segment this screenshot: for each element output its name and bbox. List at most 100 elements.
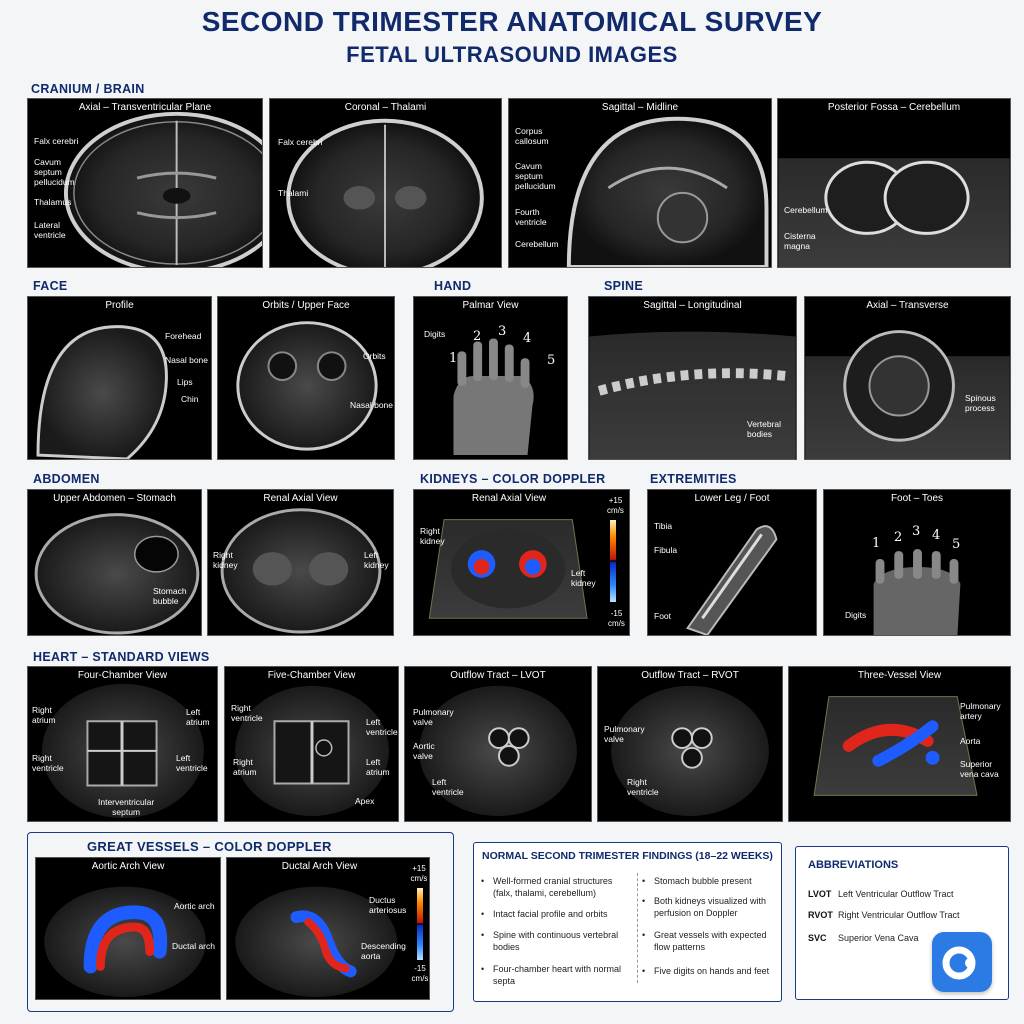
- label-cerebellum: Cerebellum: [515, 239, 559, 249]
- ultrasound-image: [286, 118, 484, 267]
- section-kidneys: KIDNEYS – COLOR DOPPLER: [420, 472, 606, 486]
- abbr-key-rvot: RVOT: [808, 910, 833, 920]
- ultrasound-image: [686, 525, 778, 635]
- abbr-value-lvot: Left Ventricular Outflow Tract: [838, 889, 954, 899]
- label-corpus-callosum: Corpus callosum: [515, 126, 549, 146]
- digit-3: 3: [912, 524, 921, 539]
- label-cavum-septum: Cavum septum pellucidum: [34, 157, 75, 187]
- digit-5: 5: [547, 353, 556, 368]
- doppler-scale-top: +15 cm/s: [410, 864, 428, 883]
- panel-title: Three-Vessel View: [857, 670, 942, 681]
- label-right-atrium: Right atrium: [233, 757, 257, 777]
- panel-title: Ductal Arch View: [281, 861, 358, 872]
- abbr-key-lvot: LVOT: [808, 889, 832, 899]
- finding-left-4: Four-chamber heart with normal septa: [481, 963, 631, 987]
- panel-ductal-arch[interactable]: Ductal Arch View Ductus arteriosus Desce…: [226, 857, 430, 1000]
- abbr-value-svc: Superior Vena Cava: [838, 933, 919, 943]
- panel-posterior-fossa[interactable]: Posterior Fossa – Cerebellum Cerebellum …: [777, 98, 1011, 268]
- label-aorta: Aorta: [960, 736, 981, 746]
- label-falx-cerebri: Falx cerebri: [34, 136, 79, 146]
- abbreviations-title: ABBREVIATIONS: [808, 859, 899, 871]
- abbr-key-svc: SVC: [808, 933, 827, 943]
- panel-title: Axial – Transverse: [866, 300, 949, 311]
- panel-title: Outflow Tract – LVOT: [450, 670, 546, 681]
- panel-spine-sagittal[interactable]: Sagittal – Longitudinal Vertebral bodies: [588, 296, 797, 460]
- panel-upper-abdomen-stomach[interactable]: Upper Abdomen – Stomach Stomach bubble: [27, 489, 202, 636]
- ultrasound-image: [235, 886, 398, 998]
- label-pulmonary-valve: Pulmonary valve: [413, 707, 454, 727]
- panel-coronal-thalami[interactable]: Coronal – Thalami Falx cerebri Thalami: [269, 98, 502, 268]
- label-left-ventricle: Left ventricle: [432, 777, 464, 797]
- label-right-kidney: Right kidney: [213, 550, 238, 570]
- label-nasal-bone: Nasal bone: [350, 400, 394, 410]
- label-pulmonary-artery: Pulmonary artery: [960, 701, 1001, 721]
- label-right-ventricle: Right ventricle: [32, 753, 64, 773]
- label-left-kidney: Left kidney: [571, 568, 596, 588]
- panel-four-chamber[interactable]: Four-Chamber View Right atrium Left atri…: [27, 666, 218, 822]
- findings-divider: [637, 873, 638, 983]
- section-hand: HAND: [434, 279, 472, 293]
- panel-rvot[interactable]: Outflow Tract – RVOT Pulmonary valve Rig…: [597, 666, 783, 822]
- label-stomach-bubble: Stomach bubble: [153, 586, 187, 606]
- panel-foot-toes[interactable]: Foot – Toes 1 2 3 4 5 Digits: [823, 489, 1011, 636]
- doppler-scale-top: +15 cm/s: [607, 496, 624, 515]
- digit-5: 5: [952, 537, 961, 552]
- panel-orbits-upper-face[interactable]: Orbits / Upper Face Orbits Nasal bone: [217, 296, 395, 460]
- ultrasound-image: [234, 685, 389, 817]
- section-abdomen: ABDOMEN: [33, 472, 100, 486]
- panel-title: Foot – Toes: [890, 493, 944, 504]
- finding-right-4: Five digits on hands and feet: [642, 965, 778, 977]
- ultrasound-image: [611, 685, 769, 817]
- digit-4: 4: [523, 331, 532, 346]
- panel-title: Lower Leg / Foot: [694, 493, 770, 504]
- panel-title: Profile: [105, 300, 134, 311]
- label-vertebral-bodies: Vertebral bodies: [747, 419, 782, 439]
- finding-right-2: Both kidneys visualized with perfusion o…: [642, 895, 778, 919]
- ultrasound-image: [428, 519, 588, 619]
- ultrasound-image: [805, 330, 1010, 459]
- finding-left-2: Intact facial profile and orbits: [481, 908, 631, 920]
- panel-title: Palmar View: [462, 300, 519, 311]
- panel-sagittal-midline[interactable]: Sagittal – Midline Corpus callosum Cavum…: [508, 98, 772, 268]
- finding-left-3: Spine with continuous vertebral bodies: [481, 929, 631, 953]
- finding-right-3: Great vessels with expected flow pattern…: [642, 929, 778, 953]
- label-chin: Chin: [181, 394, 199, 404]
- panel-spine-axial[interactable]: Axial – Transverse Spinous process: [804, 296, 1011, 460]
- panel-aortic-arch[interactable]: Aortic Arch View Aortic arch Ductal arch: [35, 857, 221, 1000]
- findings-box: NORMAL SECOND TRIMESTER FINDINGS (18–22 …: [473, 842, 782, 1002]
- label-orbits: Orbits: [363, 351, 386, 361]
- panel-title: Upper Abdomen – Stomach: [53, 493, 176, 504]
- label-fibula: Fibula: [654, 545, 678, 555]
- panel-lower-leg-foot[interactable]: Lower Leg / Foot Tibia Fibula Foot: [647, 489, 817, 636]
- label-aortic-valve: Aortic valve: [413, 741, 435, 761]
- panel-title: Renal Axial View: [471, 493, 547, 504]
- panel-title: Axial – Transventricular Plane: [78, 102, 212, 113]
- label-left-atrium: Left atrium: [366, 757, 390, 777]
- panel-title: Posterior Fossa – Cerebellum: [827, 102, 961, 113]
- panel-renal-axial[interactable]: Renal Axial View Right kidney Left kidne…: [207, 489, 394, 636]
- section-heart: HEART – STANDARD VIEWS: [33, 650, 210, 664]
- section-spine: SPINE: [604, 279, 644, 293]
- panel-lvot[interactable]: Outflow Tract – LVOT Pulmonary valve Aor…: [404, 666, 592, 822]
- label-tibia: Tibia: [654, 521, 673, 531]
- panel-axial-transventricular[interactable]: Axial – Transventricular Plane Falx cere…: [27, 98, 263, 268]
- digit-1: 1: [872, 536, 881, 551]
- panel-kidneys-color-doppler[interactable]: Renal Axial View Right kidney Left kidne…: [413, 489, 630, 636]
- ultrasound-image: [419, 685, 577, 817]
- label-cavum-septum: Cavum septum pellucidum: [515, 161, 556, 191]
- panel-three-vessel[interactable]: Three-Vessel View Pulmonary artery Aorta…: [788, 666, 1011, 822]
- label-falx-cerebri: Falx cerebri: [278, 137, 323, 147]
- label-digits: Digits: [424, 329, 446, 339]
- panel-profile[interactable]: Profile Forehead Nasal bone Lips Chin: [27, 296, 212, 460]
- label-nasal-bone: Nasal bone: [165, 355, 209, 365]
- digit-4: 4: [932, 528, 941, 543]
- finding-right-1: Stomach bubble present: [642, 875, 778, 887]
- label-left-atrium: Left atrium: [186, 707, 210, 727]
- app-logo-icon[interactable]: [932, 932, 992, 992]
- label-pulmonary-valve: Pulmonary valve: [604, 724, 645, 744]
- ultrasound-image: [236, 321, 378, 451]
- panel-five-chamber[interactable]: Five-Chamber View Right ventricle Left v…: [224, 666, 399, 822]
- ultrasound-image: [778, 158, 1010, 267]
- panel-palmar-view[interactable]: Palmar View Digits 1 2 3 4 5: [413, 296, 568, 460]
- label-lateral-ventricle: Lateral ventricle: [34, 220, 66, 240]
